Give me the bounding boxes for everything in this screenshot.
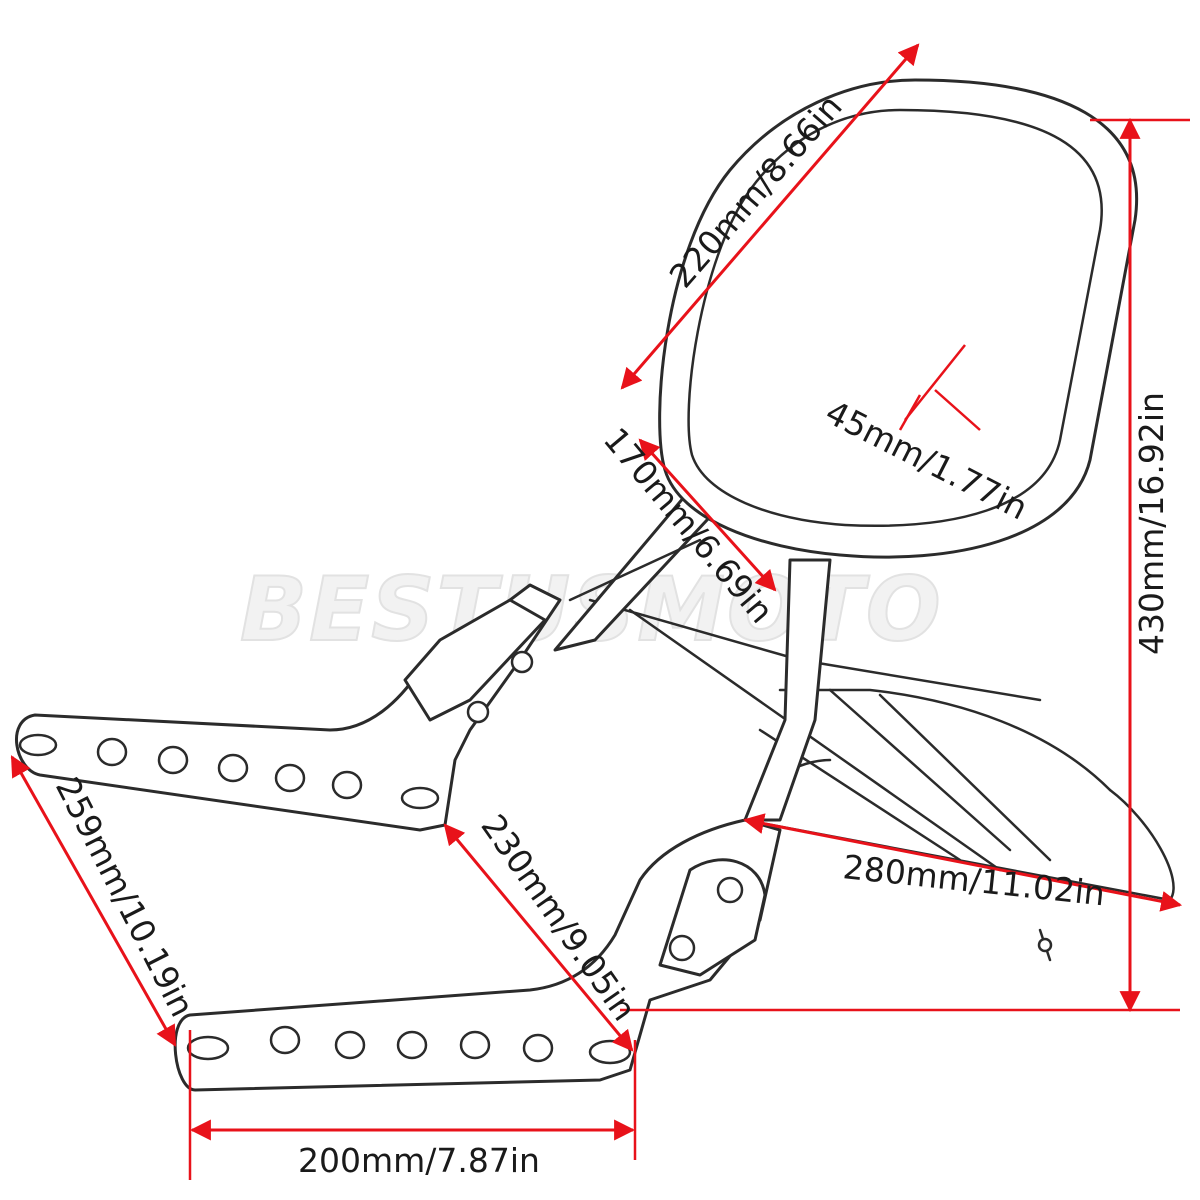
upper-slot-left [18,733,58,757]
pad-height-arrow [620,43,920,390]
dimension-arrows [10,43,1183,1141]
side-diagonal-arrow [10,755,177,1047]
lower-hole-5 [522,1033,554,1063]
upper-hole-1 [96,737,128,767]
rack-pin [1037,937,1053,953]
upper-slot-right [400,786,440,810]
pad-width-arrow [638,438,777,592]
rack-length-arrow [742,813,1183,912]
label-rack-length: 280mm/11.02in [841,847,1107,913]
label-side-diagonal: 259mm/10.19in [48,771,202,1023]
upper-bolt-1 [510,650,534,674]
upper-bolt-2 [466,700,490,724]
label-side-length: 200mm/7.87in [298,1141,540,1180]
lower-hole-3 [396,1030,428,1060]
strut-length-arrow [443,823,634,1052]
upper-hole-2 [157,745,189,775]
label-overall-height: 430mm/16.92in [1132,392,1171,655]
lower-hole-4 [459,1030,491,1060]
lower-side-plate [173,818,782,1092]
upper-hole-5 [331,770,363,800]
upper-hole-3 [217,753,249,783]
lower-slot-right [588,1039,632,1065]
upper-hole-4 [274,763,306,793]
lower-slot-left [186,1035,230,1061]
lower-bolt-1 [716,876,744,904]
lower-hole-1 [269,1025,301,1055]
lower-hole-2 [334,1030,366,1060]
lower-bolt-2 [668,934,696,962]
backrest-pad [658,78,1139,559]
